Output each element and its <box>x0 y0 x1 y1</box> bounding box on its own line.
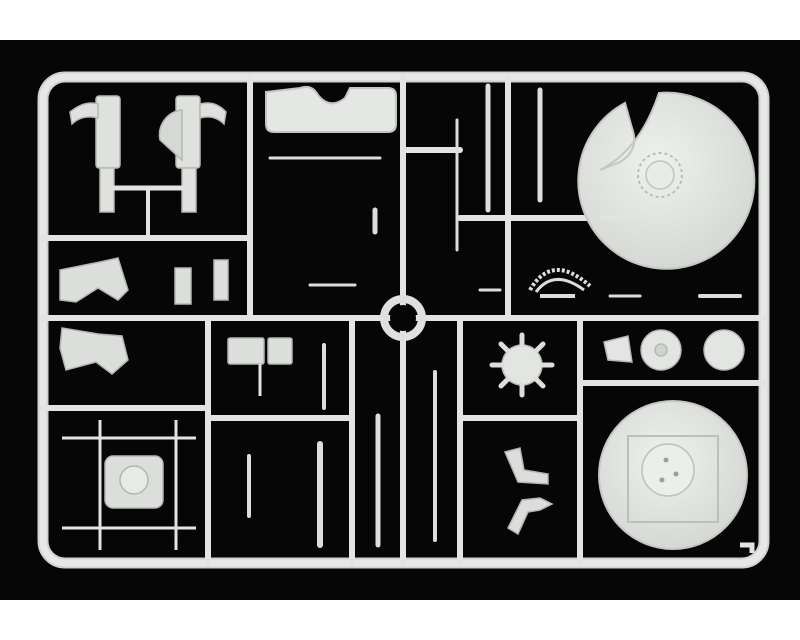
spoked-wheel-part <box>489 332 555 398</box>
toothed-arc-part <box>528 268 592 298</box>
rod-parts <box>247 83 742 548</box>
sprue-runners <box>40 74 767 566</box>
large-square-disc <box>598 400 755 553</box>
visor-part <box>265 85 397 133</box>
gun-mount-parts <box>69 95 227 238</box>
sprue-hub <box>380 295 426 341</box>
hinge-part <box>227 337 293 396</box>
small-frame-part <box>62 420 196 550</box>
bottom-white-margin <box>0 600 800 640</box>
top-white-margin <box>0 0 800 40</box>
bracket-parts <box>59 257 229 375</box>
large-notched-disc <box>577 91 756 270</box>
crank-arm-parts <box>503 447 554 536</box>
round-parts <box>603 329 745 371</box>
